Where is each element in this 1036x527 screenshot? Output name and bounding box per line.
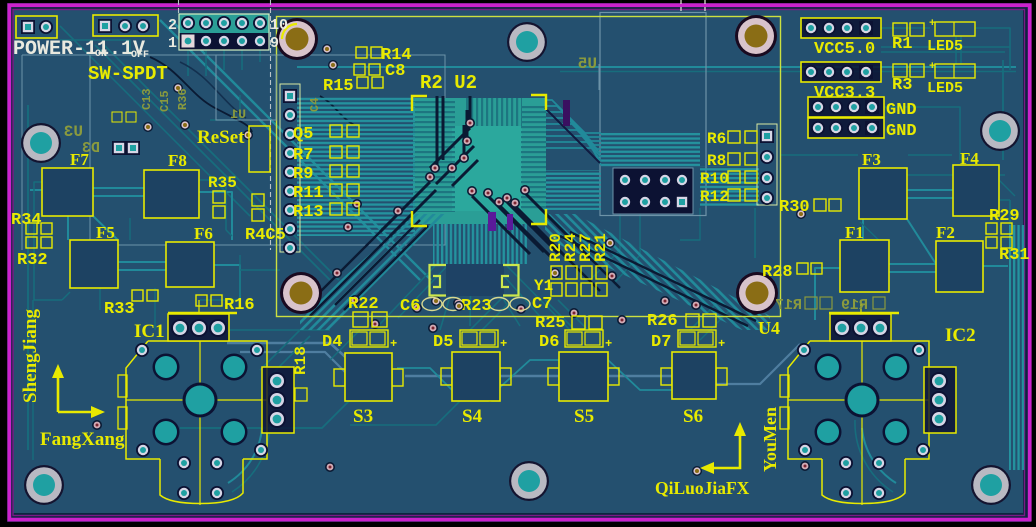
svg-text:1: 1: [168, 35, 177, 52]
svg-text:F3: F3: [862, 150, 881, 169]
svg-text:U4: U4: [758, 318, 780, 338]
svg-text:R2 U2: R2 U2: [420, 72, 477, 94]
svg-text:R16: R16: [224, 296, 255, 315]
svg-text:R17: R17: [775, 297, 802, 314]
svg-text:ON: ON: [95, 49, 107, 60]
svg-text:R23: R23: [461, 297, 492, 316]
svg-text:R4C5: R4C5: [245, 226, 286, 245]
svg-text:R19: R19: [841, 297, 868, 314]
svg-text:R26: R26: [647, 312, 678, 331]
svg-text:Y1: Y1: [534, 277, 553, 295]
svg-text:R34: R34: [11, 211, 42, 230]
svg-text:U1: U1: [230, 107, 246, 122]
svg-text:F5: F5: [96, 223, 115, 242]
svg-text:D6: D6: [539, 333, 559, 352]
svg-text:C4: C4: [308, 98, 322, 112]
svg-text:+: +: [605, 337, 612, 351]
svg-text:R8: R8: [707, 152, 726, 170]
svg-text:VCC5.0: VCC5.0: [814, 40, 875, 59]
svg-text:R35: R35: [208, 174, 237, 192]
svg-text:R15: R15: [323, 77, 354, 96]
svg-text:S5: S5: [574, 406, 594, 427]
svg-text:+: +: [500, 337, 507, 351]
svg-text:OFF: OFF: [131, 50, 149, 61]
svg-text:GND: GND: [886, 101, 917, 120]
svg-text:R22: R22: [348, 295, 379, 314]
svg-text:D3: D3: [82, 140, 100, 157]
svg-text:C8: C8: [385, 62, 405, 81]
svg-text:R12: R12: [700, 188, 729, 206]
svg-text:2: 2: [168, 17, 177, 34]
svg-text:S4: S4: [462, 406, 483, 427]
svg-text:R7: R7: [293, 146, 313, 165]
svg-text:R28: R28: [762, 263, 793, 282]
svg-text:R24: R24: [562, 233, 580, 262]
svg-text:R3: R3: [892, 76, 912, 95]
svg-text:R20: R20: [547, 233, 565, 262]
svg-text:IC2: IC2: [945, 325, 976, 346]
svg-text:POWER-11.1V: POWER-11.1V: [13, 38, 145, 61]
svg-text:R31: R31: [999, 246, 1030, 265]
svg-text:+: +: [390, 337, 397, 351]
svg-text:R13: R13: [293, 203, 324, 222]
svg-text:R10: R10: [700, 170, 729, 188]
svg-text:QiLuoJiaFX: QiLuoJiaFX: [655, 478, 750, 498]
svg-text:F4: F4: [960, 149, 979, 168]
svg-text:ShengJiang: ShengJiang: [20, 309, 41, 403]
svg-text:F6: F6: [194, 224, 213, 243]
svg-text:R32: R32: [17, 251, 48, 270]
svg-text:LED5: LED5: [927, 80, 963, 97]
svg-text:S3: S3: [353, 406, 373, 427]
svg-text:SW-SPDT: SW-SPDT: [88, 63, 168, 85]
svg-text:S6: S6: [683, 406, 703, 427]
svg-text:+: +: [718, 337, 725, 351]
svg-text:F2: F2: [936, 223, 955, 242]
svg-text:FangXang: FangXang: [40, 429, 125, 450]
svg-text:R11: R11: [293, 184, 324, 203]
svg-text:R9: R9: [293, 165, 313, 184]
svg-text:R25: R25: [535, 314, 566, 333]
svg-text:+: +: [929, 18, 936, 30]
svg-text:R33: R33: [104, 300, 135, 319]
svg-text:R1: R1: [892, 35, 912, 54]
svg-text:U3: U3: [64, 123, 83, 141]
svg-text:F1: F1: [845, 223, 864, 242]
svg-text:R30: R30: [779, 198, 810, 217]
svg-text:U5: U5: [578, 55, 597, 73]
svg-text:C13: C13: [140, 88, 154, 110]
svg-text:D4: D4: [322, 333, 342, 352]
svg-text:R29: R29: [989, 207, 1020, 226]
svg-text:R36: R36: [176, 88, 190, 110]
svg-text:D7: D7: [651, 333, 671, 352]
svg-text:F8: F8: [168, 151, 187, 170]
svg-text:R27: R27: [577, 233, 595, 262]
svg-text:ReSet: ReSet: [197, 127, 245, 148]
svg-text:LED5: LED5: [927, 38, 963, 55]
svg-text:Q5: Q5: [293, 125, 313, 144]
svg-text:+: +: [929, 61, 936, 73]
svg-text:C7: C7: [532, 295, 552, 314]
svg-text:9: 9: [270, 35, 279, 52]
svg-text:R6: R6: [707, 130, 726, 148]
svg-text:YouMen: YouMen: [760, 407, 780, 472]
svg-text:GND: GND: [886, 122, 917, 141]
svg-text:R18: R18: [292, 346, 310, 375]
svg-text:F7: F7: [70, 150, 89, 169]
svg-text:R21: R21: [592, 233, 610, 262]
svg-text:R14: R14: [381, 46, 412, 65]
svg-text:10: 10: [270, 17, 288, 34]
svg-text:C6: C6: [400, 297, 420, 316]
svg-text:C15: C15: [158, 90, 172, 112]
svg-text:D5: D5: [433, 333, 453, 352]
svg-text:IC1: IC1: [134, 321, 165, 342]
